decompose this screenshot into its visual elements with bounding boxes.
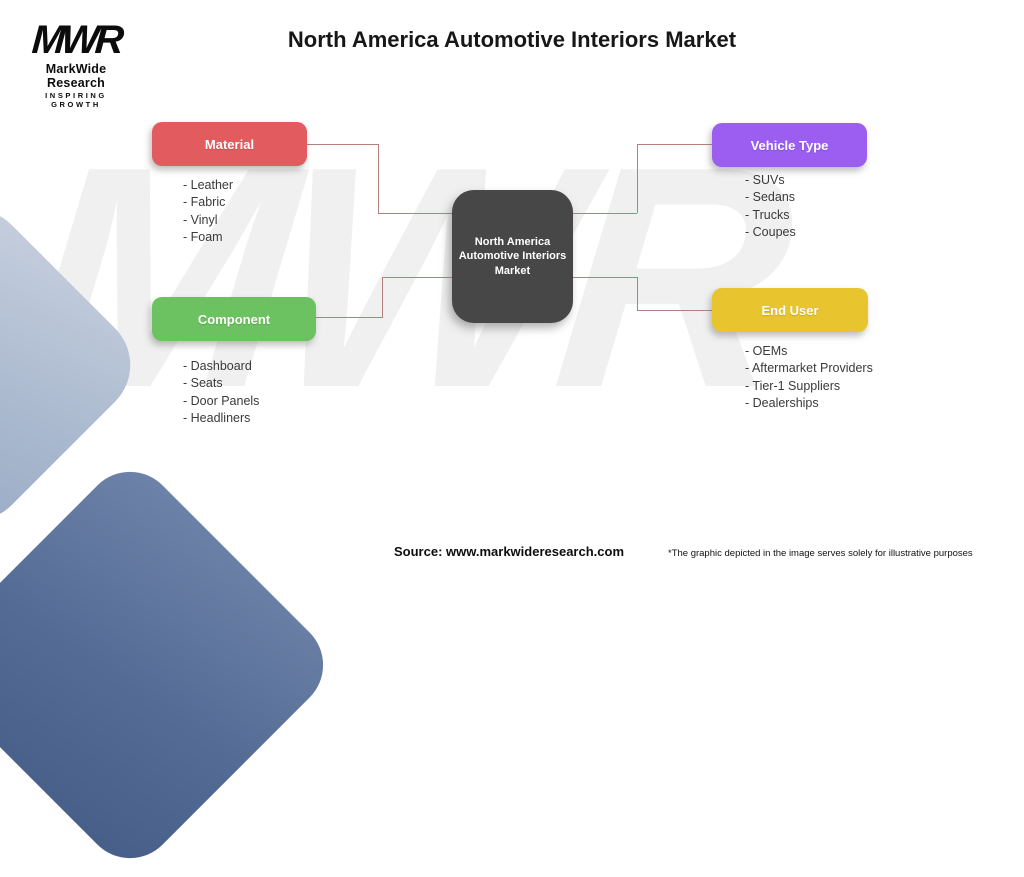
page-title: North America Automotive Interiors Marke… xyxy=(287,27,737,52)
end-user-item-list: - OEMs - Aftermarket Providers - Tier-1 … xyxy=(745,343,873,413)
list-item: - Tier-1 Suppliers xyxy=(745,378,841,393)
vehicle-type-item-list: - SUVs - Sedans - Trucks - Coupes xyxy=(745,172,796,242)
logo-company-name: MarkWide Research xyxy=(45,62,107,90)
list-item: - Fabric xyxy=(183,195,226,210)
connector-component-h2 xyxy=(382,277,452,278)
disclaimer-text: *The graphic depicted in the image serve… xyxy=(668,548,973,559)
decor-diamond-dark xyxy=(0,452,343,877)
list-item: - Leather xyxy=(183,178,234,192)
connector-vehicle-h2 xyxy=(637,144,713,145)
node-vehicle-type: Vehicle Type xyxy=(712,123,867,167)
list-item: - Foam xyxy=(183,230,223,245)
list-item: - Sedans xyxy=(745,190,796,205)
list-item: - SUVs xyxy=(745,173,785,187)
connector-component-h1 xyxy=(316,317,383,318)
connector-enduser-h1 xyxy=(573,277,637,278)
list-item: - Dealerships xyxy=(745,396,819,411)
source-text: Source: www.markwideresearch.com xyxy=(394,544,625,559)
connector-vehicle-v xyxy=(637,144,638,213)
list-item: - Headliners xyxy=(183,411,251,426)
node-component: Component xyxy=(152,297,316,341)
node-end-user: End User xyxy=(712,288,868,332)
list-item: - Seats xyxy=(183,376,223,391)
list-item: - Coupes xyxy=(745,225,796,240)
connector-vehicle-h1 xyxy=(573,213,637,214)
markwide-logo: MWR MarkWide Research INSPIRING GROWTH xyxy=(18,18,134,109)
connector-enduser-h2 xyxy=(637,310,713,311)
list-item: - Trucks xyxy=(745,207,790,222)
connector-material-v xyxy=(378,144,379,213)
list-item: - Door Panels xyxy=(183,393,260,408)
connector-enduser-v xyxy=(637,277,638,311)
list-item: - Vinyl xyxy=(183,212,218,227)
component-item-list: - Dashboard - Seats - Door Panels - Head… xyxy=(183,358,259,428)
list-item: - Aftermarket Providers xyxy=(745,361,873,376)
connector-component-v xyxy=(382,277,383,318)
connector-material-h2 xyxy=(378,213,452,214)
list-item: - Dashboard xyxy=(183,359,252,373)
logo-tagline: INSPIRING GROWTH xyxy=(45,91,107,109)
material-item-list: - Leather - Fabric - Vinyl - Foam xyxy=(183,177,233,247)
list-item: - OEMs xyxy=(745,344,788,358)
center-node-market: North America Automotive Interiors Marke… xyxy=(452,190,573,323)
connector-material-h1 xyxy=(307,144,378,145)
node-material: Material xyxy=(152,122,307,166)
